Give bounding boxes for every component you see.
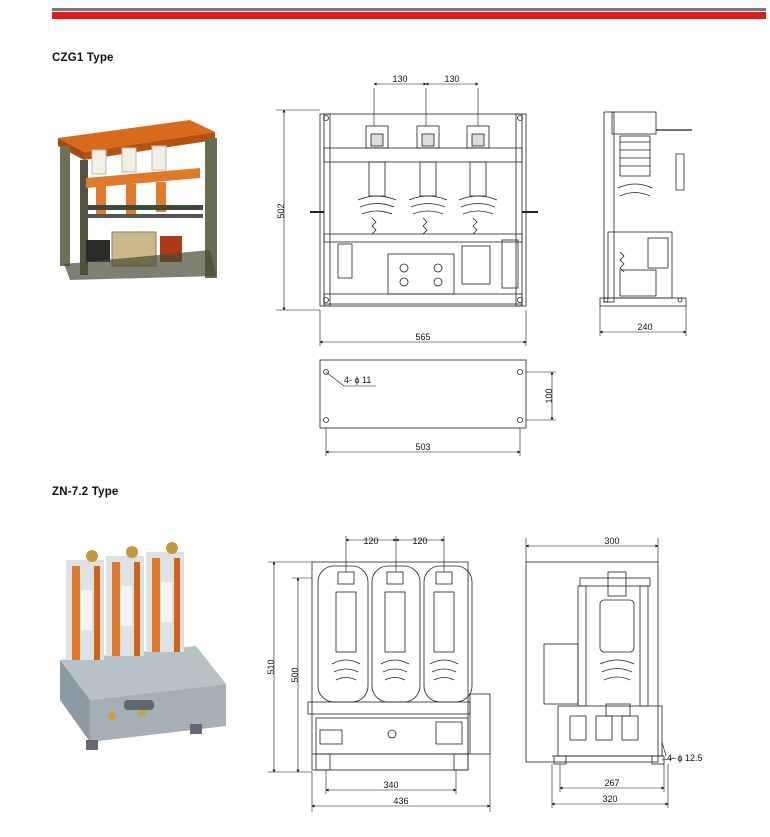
header-rule [52,8,766,19]
zn72-width-label: 436 [393,796,408,806]
header-rule-red [52,12,766,19]
zn72-section-title: ZN-7.2 Type [52,486,119,498]
czg1-side-dimensions [599,306,687,336]
zn72-side-dimensions [525,538,677,808]
czg1-section-title: CZG1 Type [52,52,114,64]
czg1-height-label: 502 [276,203,286,218]
zn72-height-inner-label: 500 [290,667,300,682]
zn72-side-view [525,561,665,765]
czg1-mount-width-label: 503 [415,442,430,452]
zn72-pitch-a-label: 120 [363,536,378,546]
zn72-height-outer-label: 510 [266,659,276,674]
header-rule-grey [52,8,766,11]
czg1-base-dimensions [325,371,556,456]
czg1-width-label: 565 [415,332,430,342]
zn72-front-dimensions [268,536,491,812]
czg1-base-plate [319,359,527,429]
czg1-mount-height-label: 100 [544,388,554,403]
czg1-holes-label: 4- ϕ 11 [344,375,371,385]
czg1-front-view [310,113,538,307]
czg1-product-photo [58,120,217,280]
zn72-side-top-label: 300 [604,536,619,546]
czg1-depth-label: 240 [637,322,652,332]
czg1-pitch-b-label: 130 [444,74,459,84]
czg1-pitch-a-label: 130 [392,74,407,84]
zn72-side-width-label: 320 [602,794,617,804]
zn72-product-photo [60,542,226,750]
zn72-side-mount-label: 267 [604,778,619,788]
zn72-holes-label: 4- ϕ 12.5 [667,753,703,763]
czg1-side-view [599,111,692,307]
czg1-front-dimensions [276,82,527,346]
zn72-pitch-b-label: 120 [412,536,427,546]
zn72-front-view [307,561,491,771]
zn72-mount-width-label: 340 [383,780,398,790]
